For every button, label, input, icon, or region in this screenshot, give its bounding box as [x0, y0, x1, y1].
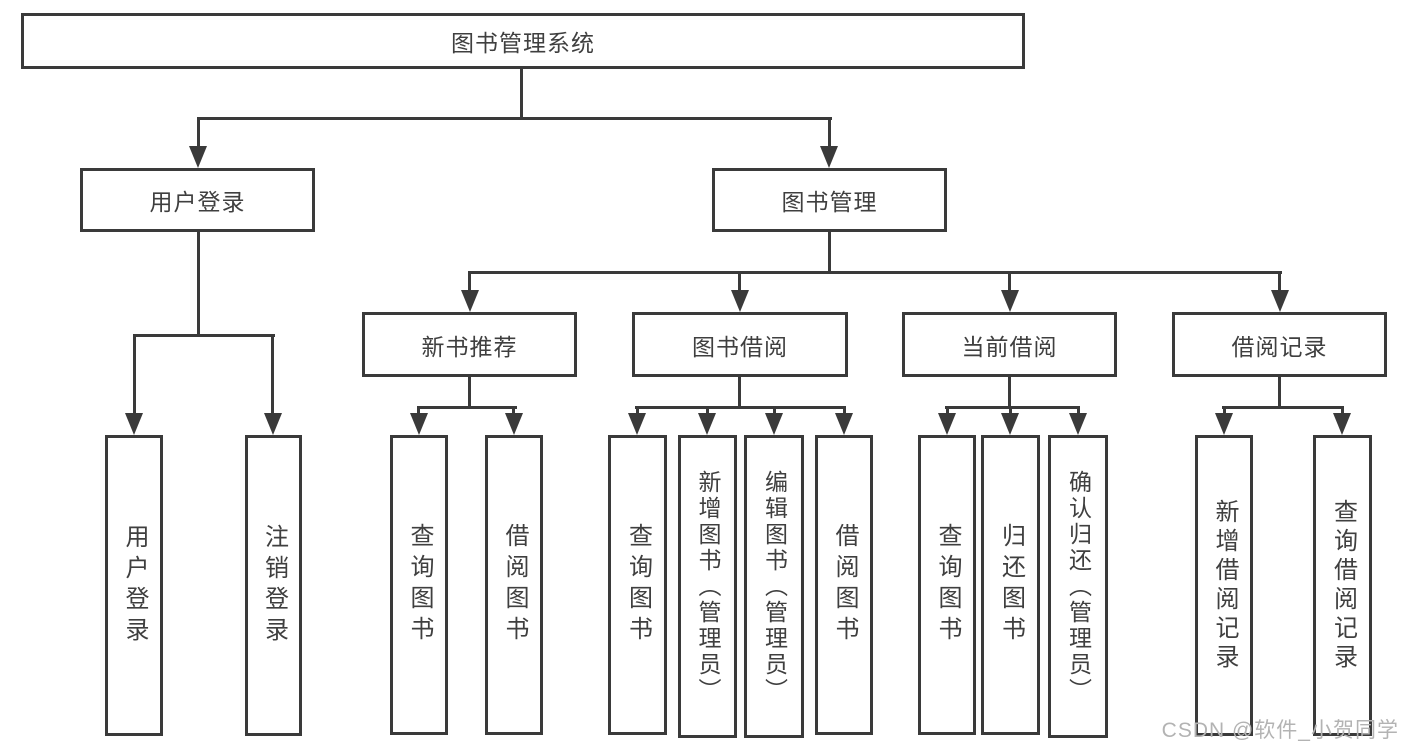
- leaf-add-borrow-record: 新增借阅记录: [1195, 435, 1253, 736]
- arrow-down-icon: [1333, 413, 1351, 435]
- leaf-confirm-return-admin: 确认归还（管理员）: [1048, 435, 1108, 738]
- connector-line: [635, 406, 846, 409]
- arrow-down-icon: [1001, 290, 1019, 312]
- connector-line: [1341, 406, 1344, 416]
- arrow-down-icon: [1001, 413, 1019, 435]
- leaf-query-books-newrec: 查询图书: [390, 435, 448, 735]
- connector-line: [1008, 377, 1011, 408]
- connector-line: [738, 271, 741, 292]
- leaf-query-borrow-record: 查询借阅记录: [1313, 435, 1372, 736]
- connector-line: [1278, 377, 1281, 408]
- arrow-down-icon: [505, 413, 523, 435]
- connector-line: [1223, 406, 1226, 416]
- node-current-borrow: 当前借阅: [902, 312, 1117, 377]
- connector-line: [1009, 406, 1012, 416]
- connector-line: [773, 406, 776, 416]
- leaf-edit-books-admin: 编辑图书（管理员）: [744, 435, 804, 738]
- node-library-management-system: 图书管理系统: [21, 13, 1025, 69]
- arrow-down-icon: [1215, 413, 1233, 435]
- leaf-label: 归还图书: [997, 523, 1025, 647]
- leaf-label: 注销登录: [260, 523, 288, 648]
- connector-line: [1222, 406, 1344, 409]
- leaf-label: 编辑图书（管理员）: [761, 469, 788, 704]
- connector-line: [945, 406, 1080, 409]
- leaf-label: 新增图书（管理员）: [695, 469, 721, 704]
- connector-line: [133, 334, 136, 415]
- connector-line: [946, 406, 949, 416]
- node-new-book-recommend: 新书推荐: [362, 312, 577, 377]
- leaf-query-books-borrow: 查询图书: [608, 435, 667, 735]
- csdn-watermark: CSDN @软件_小贺同学: [1161, 719, 1399, 742]
- connector-line: [1008, 271, 1011, 292]
- connector-line: [271, 334, 274, 415]
- connector-line: [197, 117, 832, 120]
- leaf-borrow-books-borrow: 借阅图书: [815, 435, 873, 735]
- arrow-down-icon: [765, 413, 783, 435]
- connector-line: [197, 232, 200, 336]
- arrow-down-icon: [698, 413, 716, 435]
- connector-line: [828, 232, 831, 273]
- leaf-user-login: 用户登录: [105, 435, 163, 736]
- connector-line: [512, 406, 515, 416]
- arrow-down-icon: [410, 413, 428, 435]
- arrow-down-icon: [1069, 413, 1087, 435]
- leaf-return-books: 归还图书: [981, 435, 1040, 735]
- node-book-management: 图书管理: [712, 168, 947, 232]
- connector-line: [417, 406, 420, 416]
- connector-line: [520, 69, 523, 118]
- arrow-down-icon: [461, 290, 479, 312]
- node-label: 用户登录: [149, 189, 246, 215]
- leaf-label: 确认归还（管理员）: [1065, 469, 1092, 704]
- node-user-login: 用户登录: [80, 168, 315, 232]
- arrow-down-icon: [189, 146, 207, 168]
- leaf-label: 查询图书: [624, 523, 652, 647]
- leaf-add-books-admin: 新增图书（管理员）: [678, 435, 737, 738]
- leaf-logout-login: 注销登录: [245, 435, 302, 736]
- connector-line: [843, 406, 846, 416]
- connector-line: [468, 271, 471, 292]
- connector-line: [468, 377, 471, 408]
- connector-line: [1278, 271, 1281, 292]
- leaf-label: 新增借阅记录: [1211, 498, 1238, 673]
- leaf-borrow-books-newrec: 借阅图书: [485, 435, 543, 735]
- connector-line: [133, 334, 275, 337]
- leaf-label: 借阅图书: [831, 523, 858, 647]
- node-label: 图书管理: [781, 189, 878, 215]
- connector-line: [1077, 406, 1080, 416]
- arrow-down-icon: [125, 413, 143, 435]
- node-book-borrow: 图书借阅: [632, 312, 848, 377]
- arrow-down-icon: [264, 413, 282, 435]
- leaf-label: 查询图书: [406, 523, 433, 647]
- arrow-down-icon: [820, 146, 838, 168]
- leaf-label: 借阅图书: [501, 523, 528, 647]
- leaf-label: 查询图书: [934, 523, 961, 647]
- arrow-down-icon: [835, 413, 853, 435]
- leaf-label: 查询借阅记录: [1329, 498, 1357, 673]
- arrow-down-icon: [1271, 290, 1289, 312]
- connector-line: [706, 406, 709, 416]
- node-label: 新书推荐: [421, 333, 518, 360]
- connector-line: [828, 117, 831, 149]
- leaf-query-books-current: 查询图书: [918, 435, 976, 735]
- node-label: 图书借阅: [692, 333, 788, 360]
- arrow-down-icon: [731, 290, 749, 312]
- leaf-label: 用户登录: [121, 523, 148, 648]
- connector-line: [636, 406, 639, 416]
- connector-line: [738, 377, 741, 408]
- node-label: 当前借阅: [961, 333, 1058, 360]
- connector-line: [417, 406, 517, 409]
- arrow-down-icon: [938, 413, 956, 435]
- arrow-down-icon: [628, 413, 646, 435]
- node-label: 图书管理系统: [451, 30, 595, 56]
- connector-line: [468, 271, 1282, 274]
- node-borrow-record: 借阅记录: [1172, 312, 1387, 377]
- connector-line: [197, 117, 200, 149]
- node-label: 借阅记录: [1231, 333, 1328, 360]
